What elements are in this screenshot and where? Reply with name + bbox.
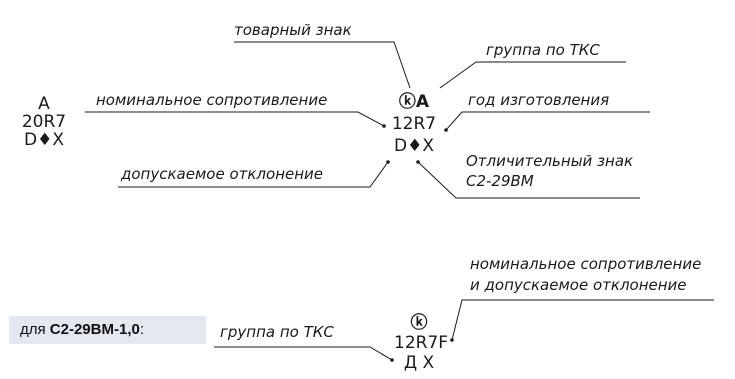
label-tks-group: группа по ТКС bbox=[486, 41, 600, 59]
bottom-label-tks-group: группа по ТКС bbox=[220, 323, 334, 341]
left-marking-line2: 20R7 bbox=[21, 112, 67, 132]
leader-dot-bottom-nominal bbox=[450, 338, 454, 342]
leader-nominal bbox=[85, 111, 385, 127]
leader-trademark bbox=[234, 41, 411, 89]
leader-dot-nominal bbox=[382, 124, 386, 128]
label-year: год изготовления bbox=[468, 91, 610, 109]
leader-dot-year bbox=[444, 128, 448, 132]
label-nominal-resistance: номинальное сопротивление bbox=[96, 91, 328, 109]
leader-dot-bottom-tks bbox=[390, 358, 394, 362]
label-distinctive-line2: С2-29ВМ bbox=[466, 172, 534, 190]
bottom-label-nominal-tolerance-line1: номинальное сопротивление bbox=[470, 255, 702, 273]
leader-distinctive bbox=[417, 161, 640, 199]
leader-dot-distinctive bbox=[416, 160, 420, 164]
model-note-box bbox=[9, 316, 206, 344]
leader-bottom-nominal bbox=[451, 299, 714, 341]
leader-dot-tolerance bbox=[386, 160, 390, 164]
main-marking-line2: 12R7 bbox=[391, 114, 437, 134]
leader-bottom-tks bbox=[214, 346, 393, 361]
label-trademark: товарный знак bbox=[234, 21, 352, 39]
leader-tks-group bbox=[439, 61, 626, 89]
main-marking-line1: ⓚA bbox=[398, 92, 430, 112]
bottom-marking-line2: 12R7F bbox=[394, 333, 449, 353]
label-tolerance: допускаемое отклонение bbox=[121, 165, 324, 183]
bottom-marking-line1: ⓚ bbox=[410, 313, 428, 333]
model-note: для С2-29ВМ-1,0: bbox=[20, 321, 144, 338]
model-note-model: С2-29ВМ-1,0 bbox=[49, 321, 140, 338]
left-marking-line3: D♦X bbox=[24, 130, 64, 150]
leader-year bbox=[445, 111, 650, 131]
main-marking-line3: D♦X bbox=[394, 136, 434, 156]
left-marking-line1: A bbox=[38, 94, 50, 114]
bottom-marking-line3: Д X bbox=[403, 353, 435, 373]
label-distinctive-line1: Отличительный знак bbox=[466, 152, 634, 170]
leader-tolerance bbox=[118, 161, 389, 188]
bottom-label-nominal-tolerance-line2: и допускаемое отклонение bbox=[470, 276, 687, 294]
